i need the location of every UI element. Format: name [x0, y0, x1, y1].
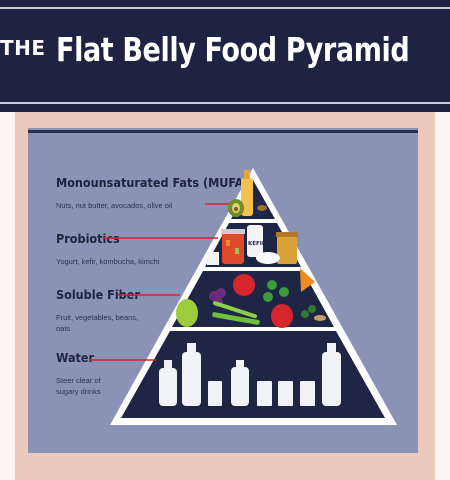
header-top-rule	[0, 7, 450, 9]
fiber-foods	[176, 268, 326, 328]
water-foods	[159, 343, 341, 406]
water-bottle-icon	[159, 368, 177, 406]
yogurt-bowl-icon	[256, 252, 280, 264]
water-bottle-icon	[182, 352, 201, 406]
yogurt-cup-icon	[207, 252, 219, 265]
kefir-bottle-icon	[247, 225, 263, 257]
water-glass-icon	[278, 381, 293, 406]
tier-fiber-description: Fruit, vegetables, beans, oats	[56, 313, 139, 333]
kefir-label: KEFIR	[248, 241, 267, 247]
water-glass-icon	[208, 381, 222, 406]
page-title: THE Flat Belly Food Pyramid	[0, 30, 450, 69]
tier-fiber-title: Soluble Fiber	[56, 287, 140, 302]
mufa-foods	[228, 170, 267, 217]
panel-top-rule	[28, 130, 418, 133]
kimchi-jar-icon	[222, 232, 244, 264]
tier-mufa-label: Monounsaturated Fats (MUFAs) Nuts, nut b…	[56, 175, 255, 211]
oats-icon	[314, 315, 326, 321]
olive-oil-bottle-icon	[241, 178, 253, 216]
pepper-icon	[271, 304, 293, 328]
water-bottle-icon	[322, 352, 341, 406]
tier-mufa-description: Nuts, nut butter, avocados, olive oil	[56, 201, 173, 210]
water-bottle-icon	[231, 367, 249, 406]
tier-probiotics-label: Probiotics Yogurt, kefir, kombucha, kimc…	[56, 231, 196, 267]
tier-probiotics-description: Yogurt, kefir, kombucha, kimchi	[56, 257, 160, 266]
carrot-icon	[300, 268, 315, 292]
nut-icon	[257, 205, 267, 211]
tier-water-title: Water	[56, 350, 95, 365]
celery-icon	[212, 312, 260, 325]
probiotic-foods: KEFIR	[207, 225, 298, 265]
brussels-sprout-icon	[267, 280, 277, 290]
pear-icon	[176, 299, 198, 327]
tier-probiotics-title: Probiotics	[56, 231, 120, 246]
header-banner: THE Flat Belly Food Pyramid	[0, 0, 450, 112]
kombucha-jar-icon	[277, 236, 297, 264]
tier-fiber-label: Soluble Fiber Fruit, vegetables, beans, …	[56, 287, 140, 334]
water-glass-icon	[300, 381, 315, 406]
broccoli-icon	[308, 305, 316, 313]
water-glass-icon	[257, 381, 272, 406]
pyramid-tier-fiber	[172, 271, 334, 327]
apple-icon	[233, 274, 255, 296]
title-prefix: THE	[0, 36, 46, 60]
header-bottom-rule	[0, 102, 450, 104]
tier-water-description: Steer clear of sugary drinks	[56, 376, 101, 396]
tier-mufa-title: Monounsaturated Fats (MUFAs)	[56, 175, 256, 190]
tier-water-label: Water Steer clear of sugary drinks	[56, 350, 116, 397]
title-main: Flat Belly Food Pyramid	[55, 30, 410, 69]
